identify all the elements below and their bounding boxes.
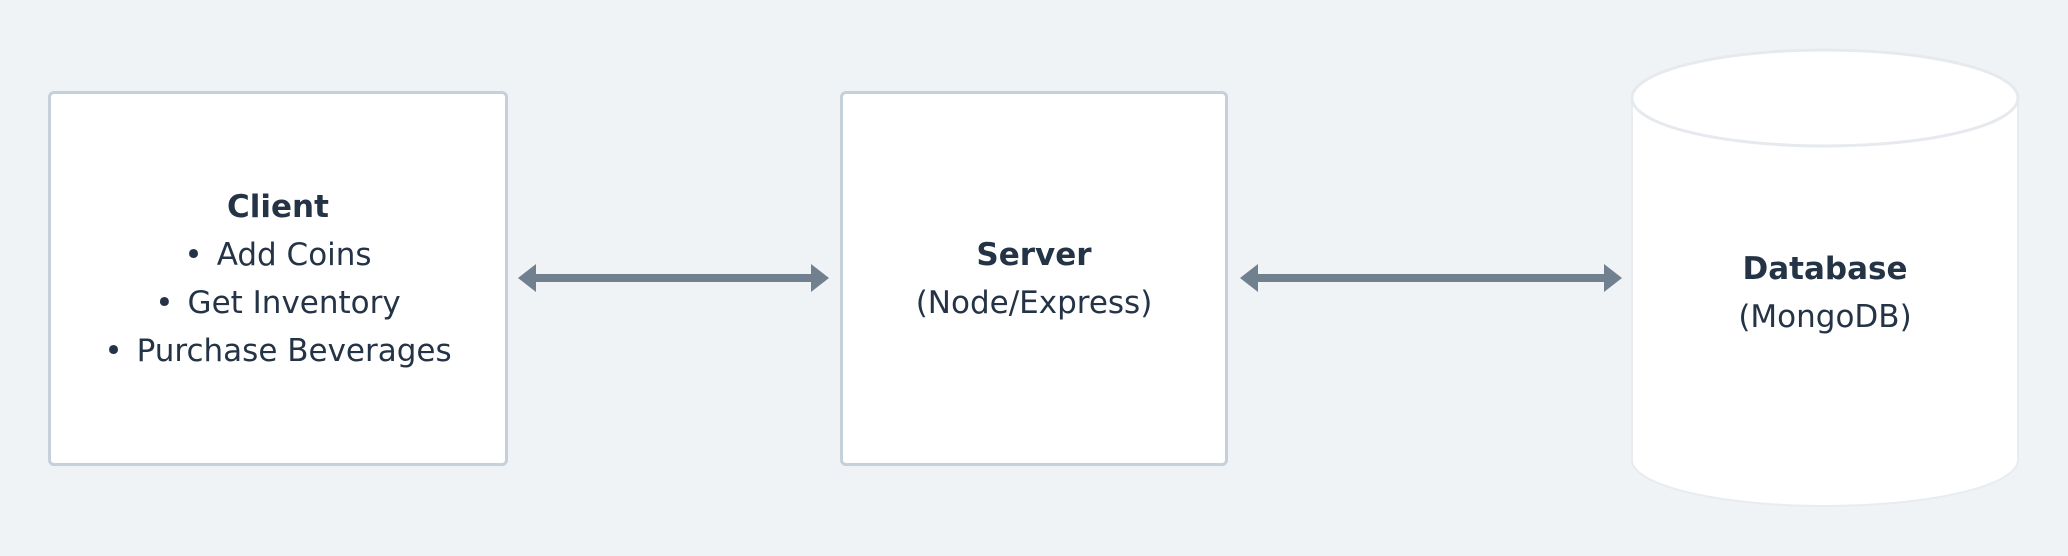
server-subtitle: (Node/Express) bbox=[915, 284, 1153, 321]
client-feature-label: Get Inventory bbox=[187, 284, 401, 321]
server-database-arrow bbox=[1240, 264, 1622, 292]
bullet-icon: • bbox=[104, 332, 123, 369]
bullet-icon: • bbox=[184, 236, 203, 273]
bullet-icon: • bbox=[155, 284, 174, 321]
arrowhead-left-icon bbox=[518, 264, 536, 292]
client-feature-item: • Get Inventory bbox=[104, 279, 451, 327]
arrowhead-left-icon bbox=[1240, 264, 1258, 292]
client-feature-item: • Purchase Beverages bbox=[104, 327, 451, 375]
database-cylinder: Database (MongoDB) bbox=[1630, 48, 2020, 508]
database-subtitle: (MongoDB) bbox=[1738, 299, 1912, 335]
arrowhead-right-icon bbox=[1604, 264, 1622, 292]
database-label: Database (MongoDB) bbox=[1630, 48, 2020, 508]
server-title: Server bbox=[976, 236, 1092, 273]
client-feature-label: Add Coins bbox=[216, 236, 372, 273]
client-title: Client bbox=[227, 188, 329, 225]
client-box: Client • Add Coins • Get Inventory • Purcha… bbox=[48, 91, 508, 466]
client-server-arrow bbox=[518, 264, 829, 292]
client-feature-item: • Add Coins bbox=[104, 231, 451, 279]
database-icon bbox=[1630, 48, 2020, 507]
client-feature-list: • Add Coins • Get Inventory • Purchase Beve… bbox=[104, 231, 451, 375]
client-feature-label: Purchase Beverages bbox=[136, 332, 452, 369]
server-box: Server (Node/Express) bbox=[840, 91, 1228, 466]
database-title: Database bbox=[1742, 251, 1908, 287]
arrowhead-right-icon bbox=[811, 264, 829, 292]
